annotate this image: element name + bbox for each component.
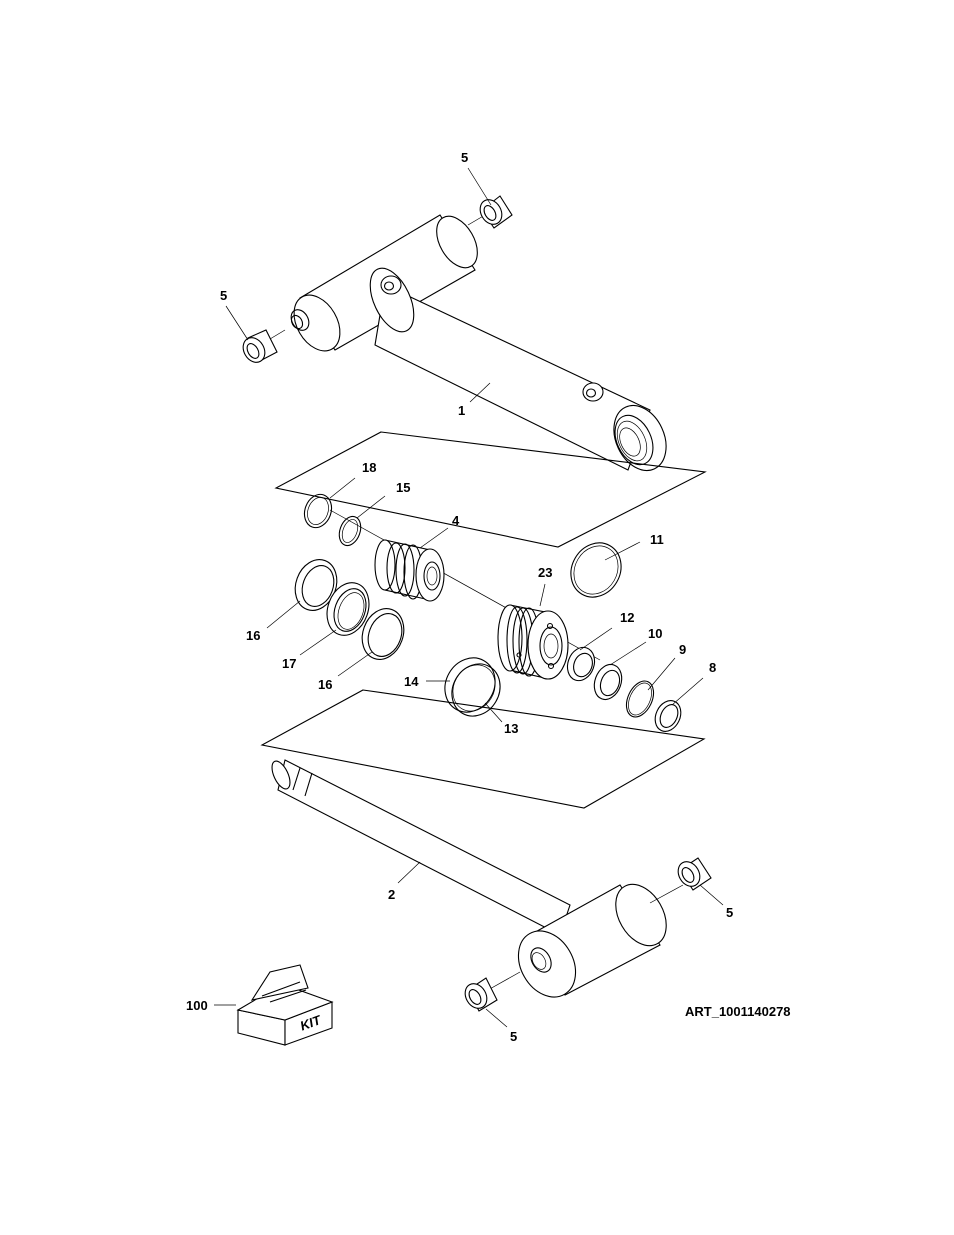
callout-100: 100 bbox=[186, 998, 208, 1013]
rod-seal-12 bbox=[566, 646, 596, 682]
seal-14-13 bbox=[444, 657, 501, 717]
ring-9 bbox=[625, 680, 655, 718]
seal-10 bbox=[593, 663, 623, 701]
wiper-8 bbox=[654, 700, 682, 732]
wear-ring-16-right bbox=[361, 608, 405, 660]
callout-17: 17 bbox=[282, 656, 296, 671]
callout-15: 15 bbox=[396, 480, 410, 495]
rod-assembly bbox=[271, 759, 684, 998]
kit-box-icon: KIT bbox=[236, 964, 334, 1046]
callout-2: 2 bbox=[388, 887, 395, 902]
callout-8: 8 bbox=[709, 660, 716, 675]
bushing-5-bottom bbox=[464, 977, 498, 1012]
callouts: 5 5 1 18 15 4 11 23 16 17 16 12 10 9 8 1… bbox=[186, 150, 733, 1044]
leader-lines bbox=[214, 167, 724, 1028]
bushing-5-left bbox=[242, 329, 278, 363]
callout-23: 23 bbox=[538, 565, 552, 580]
wear-ring-16-left bbox=[294, 559, 338, 611]
callout-5-left: 5 bbox=[220, 288, 227, 303]
gland-23 bbox=[497, 604, 569, 680]
callout-5-right: 5 bbox=[726, 905, 733, 920]
callout-16-left: 16 bbox=[246, 628, 260, 643]
bushing-5-top bbox=[479, 195, 513, 229]
bushing-5-right bbox=[677, 857, 712, 891]
callout-13: 13 bbox=[504, 721, 518, 736]
retaining-ring-18 bbox=[303, 493, 333, 529]
seal-17 bbox=[326, 582, 370, 636]
seal-plane-upper bbox=[274, 431, 707, 548]
piston-4 bbox=[374, 539, 445, 602]
callout-9: 9 bbox=[679, 642, 686, 657]
callout-18: 18 bbox=[362, 460, 376, 475]
kit-box-label: KIT bbox=[298, 1012, 324, 1034]
art-id: ART_1001140278 bbox=[685, 1004, 791, 1019]
seal-plane-lower bbox=[260, 689, 706, 809]
o-ring-11 bbox=[570, 542, 622, 598]
callout-14: 14 bbox=[404, 674, 419, 689]
callout-5-bottom: 5 bbox=[510, 1029, 517, 1044]
ring-15 bbox=[338, 515, 362, 547]
callout-1: 1 bbox=[458, 403, 465, 418]
callout-10: 10 bbox=[648, 626, 662, 641]
callout-11: 11 bbox=[650, 532, 664, 547]
callout-4: 4 bbox=[452, 513, 460, 528]
barrel-assembly bbox=[259, 214, 667, 471]
callout-12: 12 bbox=[620, 610, 634, 625]
callout-5-top: 5 bbox=[461, 150, 468, 165]
callout-16-right: 16 bbox=[318, 677, 332, 692]
